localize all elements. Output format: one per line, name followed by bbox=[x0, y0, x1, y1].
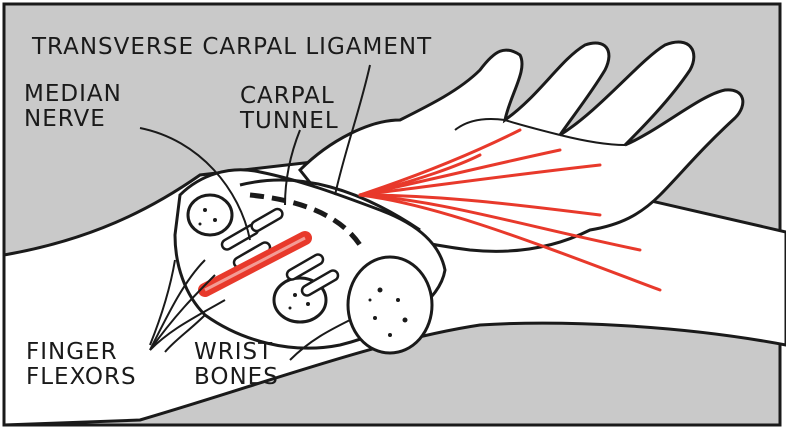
carpal-tunnel-label: CARPAL TUNNEL bbox=[240, 84, 339, 134]
transverse-carpal-ligament-label: TRANSVERSE CARPAL LIGAMENT bbox=[32, 35, 432, 60]
wrist-bones-label: WRIST BONES bbox=[194, 340, 279, 390]
finger-flexors-label: FINGER FLEXORS bbox=[26, 340, 137, 390]
median-nerve-label: MEDIAN NERVE bbox=[24, 82, 122, 132]
